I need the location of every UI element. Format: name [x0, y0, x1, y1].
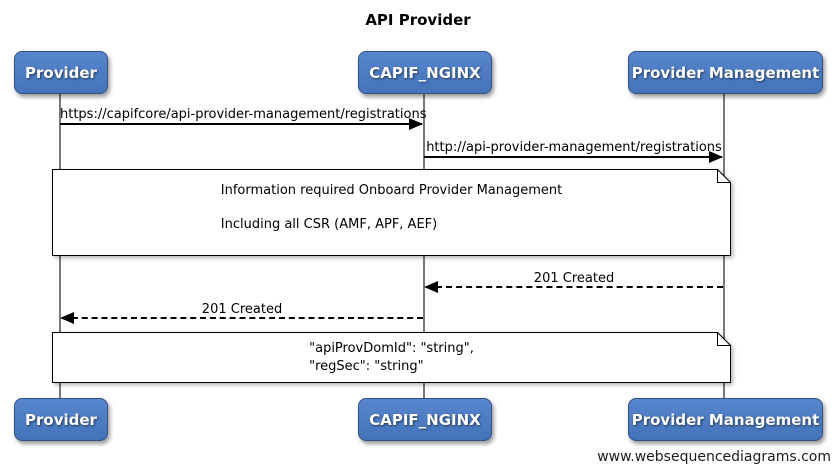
arrowhead-right-icon: [709, 151, 723, 163]
actor-label: Provider Management: [631, 410, 820, 429]
message-line-4: [62, 317, 423, 319]
message-label-3: 201 Created: [533, 271, 615, 286]
actor-box-capif-nginx-bottom: CAPIF_NGINX: [358, 398, 492, 441]
note-1: Information required Onboard Provider Ma…: [53, 170, 730, 255]
note-line: Including all CSR (AMF, APF, AEF): [220, 217, 438, 232]
message-label-1: https://capifcore/api-provider-managemen…: [60, 107, 427, 122]
message-label-4: 201 Created: [201, 302, 283, 317]
message-line-1: [60, 123, 422, 125]
arrowhead-left-icon: [60, 312, 74, 324]
actor-box-provider-management-top: Provider Management: [628, 51, 823, 94]
actor-label: Provider: [25, 63, 97, 82]
actor-label: CAPIF_NGINX: [369, 410, 481, 429]
message-label-2: http://api-provider-management/registrat…: [426, 140, 722, 155]
actor-label: Provider: [25, 410, 97, 429]
message-line-2: [424, 156, 722, 158]
actor-box-capif-nginx-top: CAPIF_NGINX: [358, 51, 492, 94]
watermark-text: www.websequencediagrams.com: [597, 449, 831, 465]
actor-label: Provider Management: [631, 63, 820, 82]
note-line: "apiProvDomId": "string",: [309, 341, 474, 356]
note-line: "regSec": "string": [309, 359, 424, 374]
actor-label: CAPIF_NGINX: [369, 63, 481, 82]
diagram-title: API Provider: [365, 11, 471, 29]
actor-box-provider-top: Provider: [14, 51, 108, 94]
actor-box-provider-bottom: Provider: [14, 398, 108, 441]
note-shape: [52, 169, 731, 256]
note-2: "apiProvDomId": "string", "regSec": "str…: [53, 333, 730, 382]
arrowhead-left-icon: [424, 281, 438, 293]
note-shape: [52, 332, 731, 383]
note-line: Information required Onboard Provider Ma…: [220, 183, 563, 198]
message-line-3: [426, 286, 723, 288]
arrowhead-right-icon: [409, 118, 423, 130]
actor-box-provider-management-bottom: Provider Management: [628, 398, 823, 441]
